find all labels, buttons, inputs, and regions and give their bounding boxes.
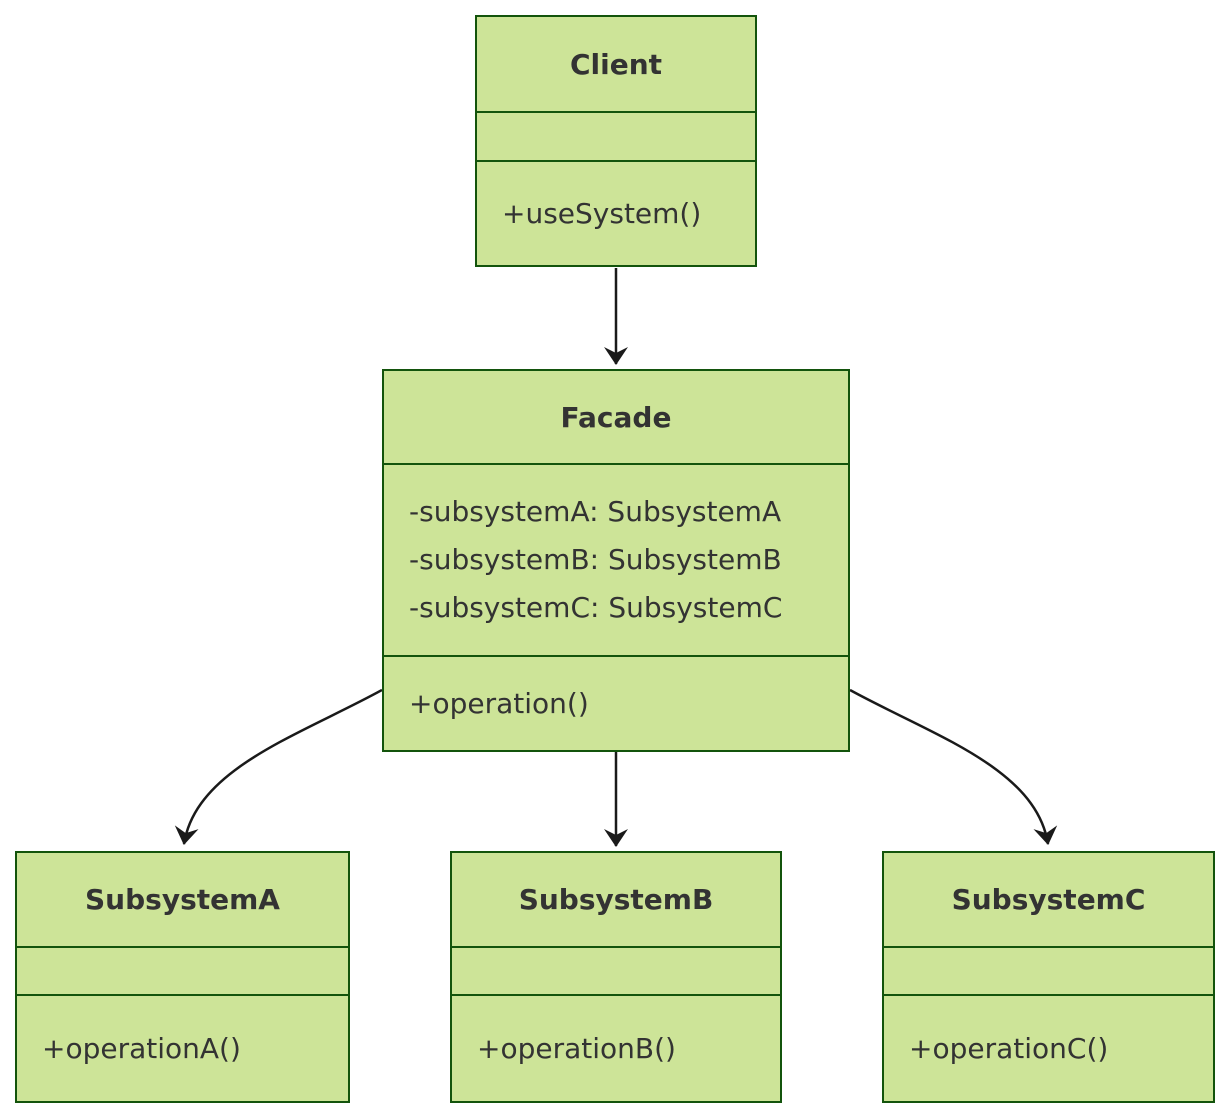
class-subsystem-b-methods: +operationB() xyxy=(452,996,780,1101)
class-subsystem-b-title: SubsystemB xyxy=(452,853,780,948)
method-label: +operation() xyxy=(409,686,589,720)
attribute-label: -subsystemB: SubsystemB xyxy=(409,543,782,576)
class-client-title: Client xyxy=(477,17,755,113)
attribute-label: -subsystemA: SubsystemA xyxy=(409,495,782,528)
class-client: Client +useSystem() xyxy=(475,15,757,267)
class-subsystem-a-title: SubsystemA xyxy=(17,853,348,948)
class-facade-title: Facade xyxy=(384,371,848,465)
class-subsystem-a: SubsystemA +operationA() xyxy=(15,851,350,1103)
class-client-methods: +useSystem() xyxy=(477,162,755,265)
class-subsystem-c-title: SubsystemC xyxy=(884,853,1213,948)
class-subsystem-b-attributes xyxy=(452,948,780,996)
arrow-facade-to-subsystem-a xyxy=(174,688,383,845)
class-subsystem-a-methods: +operationA() xyxy=(17,996,348,1101)
class-subsystem-b: SubsystemB +operationB() xyxy=(450,851,782,1103)
method-label: +operationC() xyxy=(909,1031,1109,1065)
class-facade: Facade -subsystemA: SubsystemA -subsyste… xyxy=(382,369,850,752)
class-subsystem-c-attributes xyxy=(884,948,1213,996)
class-facade-attributes: -subsystemA: SubsystemA -subsystemB: Sub… xyxy=(384,465,848,657)
class-subsystem-a-attributes xyxy=(17,948,348,996)
method-label: +operationB() xyxy=(477,1031,676,1065)
class-subsystem-c: SubsystemC +operationC() xyxy=(882,851,1215,1103)
method-label: +useSystem() xyxy=(502,196,702,230)
attribute-label: -subsystemC: SubsystemC xyxy=(409,591,783,624)
class-client-attributes xyxy=(477,113,755,162)
arrow-facade-to-subsystem-c xyxy=(849,688,1058,845)
method-label: +operationA() xyxy=(42,1031,241,1065)
class-facade-methods: +operation() xyxy=(384,657,848,750)
class-subsystem-c-methods: +operationC() xyxy=(884,996,1213,1101)
